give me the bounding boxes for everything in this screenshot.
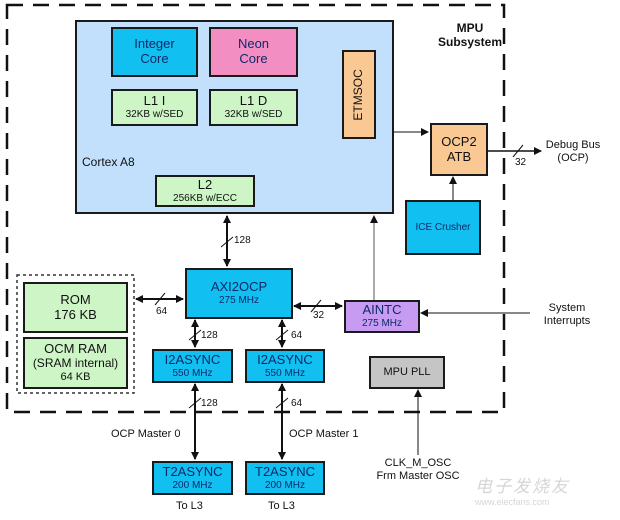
l1d-detail: 32KB w/SED	[224, 109, 283, 121]
width-i2a0-t2a0: 128	[201, 398, 218, 409]
ocp-master-0-label: OCP Master 0	[111, 428, 181, 440]
subsystem-title: MPU Subsystem	[430, 21, 510, 50]
clk-line1: CLK_M_OSC	[384, 457, 452, 469]
etmsoc-label: ETMSOC	[351, 68, 366, 121]
i2async-0-freq: 550 MHz	[172, 367, 213, 379]
rom-block[interactable]: ROM 176 KB	[23, 282, 128, 333]
i2async-1-name: I2ASYNC	[257, 351, 313, 367]
t2async-0-dest: To L3	[176, 500, 203, 512]
clk-source-label: CLK_M_OSC Frm Master OSC	[366, 457, 470, 482]
integer-core[interactable]: Integer Core	[111, 27, 198, 77]
t2async-0-freq: 200 MHz	[172, 479, 213, 491]
t2async-0-block[interactable]: T2ASYNC 200 MHz	[152, 461, 233, 495]
integer-core-line2: Core	[140, 51, 169, 66]
etmsoc-block[interactable]: ETMSOC	[342, 50, 376, 139]
neon-core-line1: Neon	[237, 36, 270, 52]
ice-crusher-block[interactable]: ICE Crusher	[405, 200, 481, 255]
l1d-name: L1 D	[239, 93, 268, 109]
ocm-ram-block[interactable]: OCM RAM (SRAM internal) 64 KB	[23, 337, 128, 389]
watermark-brand: 电子发烧友	[475, 477, 570, 496]
axi2ocp-freq: 275 MHz	[218, 295, 259, 307]
aintc-name: AINTC	[362, 302, 402, 318]
width-axi-i2a0: 128	[201, 330, 218, 341]
t2async-1-dest: To L3	[268, 500, 295, 512]
neon-core-line2: Core	[239, 51, 268, 66]
ocp2atb-line1: OCP2	[441, 133, 477, 149]
rom-line1: ROM	[60, 291, 91, 307]
width-axi-aintc: 32	[313, 310, 325, 321]
system-interrupts-label: System Interrupts	[532, 302, 602, 327]
cortex-a8-label: Cortex A8	[82, 155, 135, 169]
clk-line2: Frm Master OSC	[376, 469, 460, 482]
i2async-0-block[interactable]: I2ASYNC 550 MHz	[152, 349, 233, 383]
aintc-freq: 275 MHz	[361, 318, 402, 330]
width-cortex-axi: 128	[234, 235, 251, 246]
l1i-detail: 32KB w/SED	[125, 109, 184, 121]
debug-bus-line2: (OCP)	[557, 151, 589, 164]
t2async-1-freq: 200 MHz	[264, 479, 305, 491]
axi2ocp-block[interactable]: AXI2OCP 275 MHz	[185, 268, 293, 319]
i2async-1-block[interactable]: I2ASYNC 550 MHz	[245, 349, 325, 383]
subsystem-title-line1: MPU	[456, 21, 484, 35]
t2async-1-name: T2ASYNC	[255, 463, 315, 479]
width-i2a1-t2a1: 64	[291, 398, 303, 409]
rom-line2: 176 KB	[54, 306, 97, 322]
system-interrupts-line2: Interrupts	[543, 314, 591, 327]
l2-cache[interactable]: L2 256KB w/ECC	[155, 175, 255, 207]
l1-data-cache[interactable]: L1 D 32KB w/SED	[209, 89, 298, 126]
width-axi-i2a1: 64	[291, 330, 303, 341]
mpu-subsystem-boundary	[5, 3, 506, 414]
subsystem-title-line2: Subsystem	[437, 35, 503, 50]
l2-detail: 256KB w/ECC	[173, 192, 237, 204]
t2async-1-block[interactable]: T2ASYNC 200 MHz	[245, 461, 325, 495]
axi2ocp-name: AXI2OCP	[210, 279, 268, 295]
debug-bus-label: Debug Bus (OCP)	[543, 139, 603, 164]
t2async-0-name: T2ASYNC	[162, 463, 223, 479]
aintc-block[interactable]: AINTC 275 MHz	[344, 300, 420, 333]
system-interrupts-line1: System	[548, 302, 586, 314]
watermark-url: www.elecfans.com	[475, 497, 550, 507]
ocm-ram-line2: (SRAM internal)	[32, 356, 119, 371]
ocp2atb-line2: ATB	[446, 148, 472, 164]
l2-name: L2	[197, 176, 213, 192]
width-mem-axi: 64	[156, 306, 168, 317]
ocp2-atb-block[interactable]: OCP2 ATB	[430, 123, 488, 176]
ocm-ram-line1: OCM RAM	[44, 341, 107, 357]
mpu-pll-block[interactable]: MPU PLL	[369, 356, 445, 389]
neon-core[interactable]: Neon Core	[209, 27, 298, 77]
l1-instruction-cache[interactable]: L1 I 32KB w/SED	[111, 89, 198, 126]
integer-core-line1: Integer	[134, 36, 175, 52]
debug-bus-line1: Debug Bus	[545, 139, 601, 151]
ocm-ram-line3: 64 KB	[60, 371, 91, 384]
i2async-0-name: I2ASYNC	[164, 351, 221, 367]
memory-group-boundary	[16, 274, 135, 394]
ocp-master-1-label: OCP Master 1	[289, 428, 359, 440]
mpu-pll-label: MPU PLL	[383, 366, 431, 379]
debug-bus-width: 32	[515, 157, 527, 168]
ice-crusher-label: ICE Crusher	[415, 221, 471, 233]
l1i-name: L1 I	[143, 93, 166, 109]
i2async-1-freq: 550 MHz	[264, 367, 305, 379]
watermark: 电子发烧友 www.elecfans.com	[475, 472, 605, 507]
